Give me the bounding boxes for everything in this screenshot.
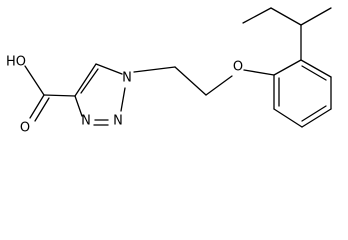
chemical-structure: HO O N N N O — [0, 0, 348, 147]
benzene-ring — [273, 59, 332, 128]
bond-ring-inner-b — [301, 105, 327, 122]
bond-n1-ch2 — [133, 66, 176, 73]
bond-ch2-o — [205, 75, 233, 96]
carboxylic-acid-group: HO O — [6, 55, 76, 136]
bond-ch-ch2 — [270, 7, 302, 26]
triazole-ring: N N N — [74, 63, 132, 129]
bond-c4-c5-double — [80, 68, 99, 94]
bond-n3-c4 — [74, 95, 83, 117]
bond-c-o-double-a — [29, 94, 45, 119]
sec-butyl-group — [242, 7, 332, 61]
bond-ring-c2-c3 — [300, 59, 332, 78]
atom-label-n3: N — [81, 114, 91, 129]
atom-label-n2: N — [113, 114, 123, 129]
bond-ring-inner-a — [301, 65, 327, 81]
bond-o-aryl — [243, 69, 275, 76]
atom-label-n1: N — [122, 71, 132, 86]
bond-ring-c5-c6 — [273, 108, 303, 128]
bond-c5-n1 — [95, 63, 123, 75]
bond-c-o-double-b — [34, 97, 50, 122]
bond-ch2-ch3 — [242, 7, 272, 24]
atom-label-ether-oxygen: O — [233, 60, 243, 75]
bond-c4-c5 — [74, 63, 97, 97]
atom-label-carbonyl-oxygen: O — [20, 121, 30, 136]
bond-ring-c1-c2 — [273, 59, 302, 76]
bond-ring-c4-c5 — [301, 108, 332, 128]
bond-n1-n2 — [120, 87, 126, 112]
atom-label-hydroxyl: HO — [6, 55, 26, 70]
canvas-background — [0, 0, 348, 147]
bond-ho-c — [24, 65, 45, 96]
bond-c-c4 — [43, 94, 76, 97]
ethoxy-linker: O — [133, 60, 275, 96]
bond-ch-ch3 — [300, 7, 332, 26]
bond-ch2-ch2 — [174, 66, 207, 96]
